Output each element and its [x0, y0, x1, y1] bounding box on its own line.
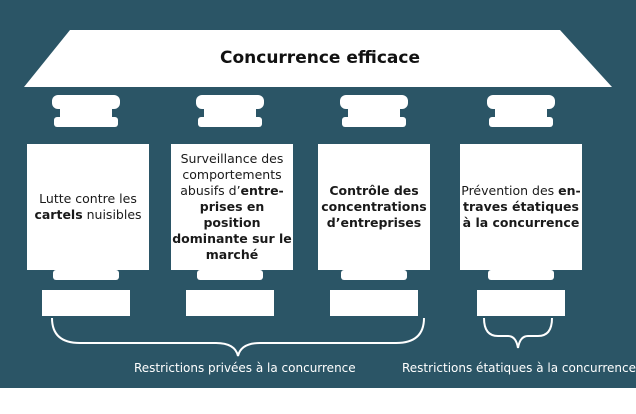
roof-shape: [24, 30, 612, 87]
pillar-4-base-ring: [488, 270, 554, 280]
pillar-1-base-ring: [53, 270, 119, 280]
pillar-text-line: à la concurrence: [463, 215, 580, 231]
pillar-4-capital: [487, 95, 555, 109]
pillar-text-regular: Prévention des: [461, 183, 559, 198]
pillar-text-line: marché: [206, 247, 258, 263]
pillar-text-bold: entre-: [240, 183, 284, 198]
pillar-1-capital: [52, 95, 120, 109]
pillar-2: [171, 95, 293, 316]
private-restrictions-brace: [51, 317, 425, 357]
pillar-1-ring: [54, 117, 118, 127]
pillar-2-base: [186, 290, 274, 316]
pillar-text-regular: Surveillance des: [180, 151, 284, 166]
pillar-text-line: comportements: [182, 167, 281, 183]
pillar-text-line: prises en position: [171, 199, 293, 231]
pillar-text-bold: en-: [558, 183, 581, 198]
pillar-text-line: Contrôle des: [329, 183, 418, 199]
pillar-4-shaft: [460, 144, 582, 270]
pillar-3-ring: [342, 117, 406, 127]
pillar-text-line: d’entreprises: [327, 215, 421, 231]
pillar-text-line: abusifs d’entre-: [180, 183, 283, 199]
pillar-text-line: Prévention des en-: [461, 183, 581, 199]
pillar-4: [460, 95, 582, 316]
pillar-text-line: concentrations: [321, 199, 426, 215]
pillar-2-base-ring: [197, 270, 263, 280]
pillar-1: [27, 95, 149, 316]
pillar-text-line: Surveillance des: [181, 151, 284, 167]
pillar-2-neck: [204, 109, 256, 117]
pillar-text-regular: abusifs d’: [180, 183, 241, 198]
pillar-4-neck: [495, 109, 547, 117]
pillar-4-ring: [489, 117, 553, 127]
pillar-1-shaft: [27, 144, 149, 270]
pillar-text-line: dominante sur le: [172, 231, 292, 247]
pillar-text-line: cartels nuisibles: [34, 207, 141, 223]
pillar-3: [318, 95, 430, 316]
pillar-text-bold: traves étatiques: [463, 199, 579, 214]
pillar-1-base: [42, 290, 130, 316]
pillar-3-base-ring: [341, 270, 407, 280]
pillar-text-bold: dominante sur le: [172, 231, 292, 246]
pillar-2-shaft: [171, 144, 293, 270]
pillar-text-bold: cartels: [34, 207, 83, 222]
private-restrictions-label: Restrictions privées à la concurrence: [134, 361, 356, 375]
pillar-text-bold: prises en position: [199, 199, 265, 230]
state-restrictions-brace: [483, 317, 553, 349]
pillar-text-line: traves étatiques: [463, 199, 579, 215]
pillar-text-regular: comportements: [182, 167, 282, 182]
pillar-2-ring: [198, 117, 262, 127]
pillar-text-bold: marché: [205, 247, 259, 262]
state-restrictions-label: Restrictions étatiques à la concurrence: [402, 361, 636, 375]
pillar-text-bold: Contrôle des: [329, 183, 419, 198]
pillars-diagram: [24, 30, 612, 357]
pillar-3-shaft: [318, 144, 430, 270]
pillar-text-bold: concentrations: [321, 199, 427, 214]
pillar-text-regular: Lutte contre les: [39, 191, 137, 206]
pillar-3-neck: [348, 109, 400, 117]
pillar-3-base: [330, 290, 418, 316]
pillar-text-line: Lutte contre les: [39, 191, 137, 207]
pillar-3-capital: [340, 95, 408, 109]
pillar-2-capital: [196, 95, 264, 109]
pillar-text-bold: à la concurrence: [462, 215, 580, 230]
pillar-4-base: [477, 290, 565, 316]
pillar-1-neck: [60, 109, 112, 117]
pillar-text-bold: d’entreprises: [326, 215, 422, 230]
roof-title: Concurrence efficace: [219, 48, 420, 68]
pillar-text-regular: nuisibles: [82, 207, 142, 222]
